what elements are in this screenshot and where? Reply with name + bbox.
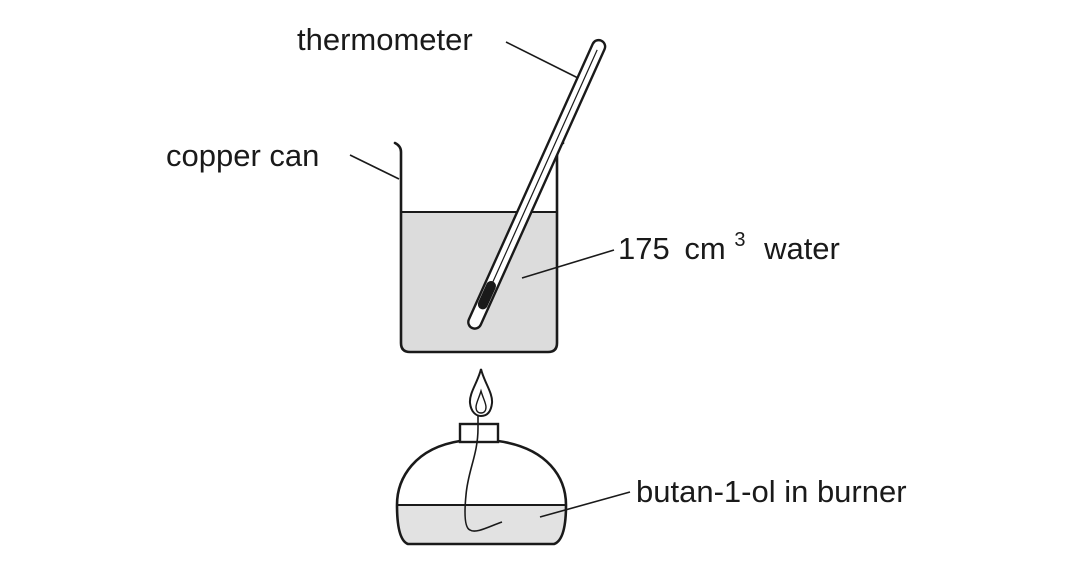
thermometer-leader — [505, 41, 579, 79]
thermometer-capillary — [490, 49, 598, 286]
thermometer-label: thermometer — [297, 22, 473, 57]
flame-inner — [475, 388, 487, 414]
leader-lines — [349, 41, 631, 518]
burner — [395, 368, 568, 546]
burner-label: butan-1-ol in burner — [636, 474, 907, 509]
burner-body — [395, 439, 568, 546]
water-volume-unit: cm — [684, 231, 725, 266]
water-substance: water — [763, 231, 840, 266]
copper-can-label: copper can — [166, 138, 319, 173]
water-leader — [521, 249, 615, 279]
water-volume-number: 175 — [618, 231, 670, 266]
burner-leader — [539, 491, 631, 518]
burner-neck — [458, 422, 500, 444]
thermometer-bulb — [477, 281, 497, 310]
water-fill — [401, 212, 557, 352]
thermometer — [467, 38, 607, 330]
burner-liquid — [397, 505, 566, 544]
water-label: 175 cm 3 water — [618, 218, 840, 266]
copper-can-leader — [349, 154, 400, 180]
water-volume-exponent: 3 — [734, 229, 745, 251]
burner-wick — [464, 410, 503, 532]
